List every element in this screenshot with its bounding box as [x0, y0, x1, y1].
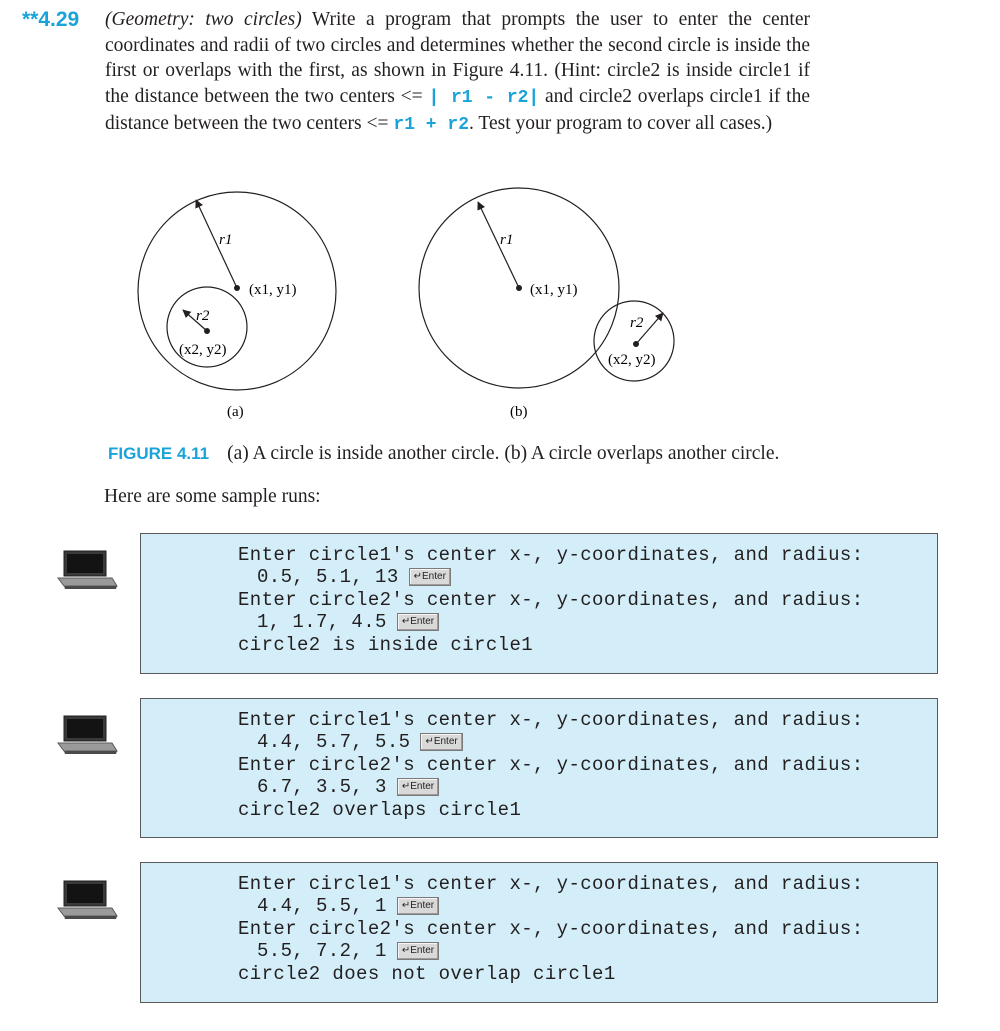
radius-r2-a	[182, 309, 208, 332]
enter-key-icon: ↵Enter	[408, 567, 451, 586]
enter-key-icon: ↵Enter	[396, 941, 440, 960]
label-center1-b: (x1, y1)	[530, 282, 578, 298]
label-center2-b: (x2, y2)	[608, 352, 656, 368]
figure-two-circles: r1 (x1, y1) r2 (x2, y2) (a) r1 (x1, y1) …	[137, 187, 675, 420]
run-result: circle2 does not overlap circle1	[238, 963, 616, 985]
run-input-value: 1, 1.7, 4.5	[257, 611, 387, 633]
radius-r2-b	[635, 312, 664, 345]
figure-caption: FIGURE 4.11 (a) A circle is inside anothe…	[108, 443, 779, 465]
center-dot-1-b	[516, 285, 522, 291]
enter-key-icon: ↵Enter	[396, 777, 440, 796]
inline-code-difference: | r1 - r2|	[428, 87, 540, 108]
exercise-text-part-2: and circle2 overlaps circle1 if the dist…	[105, 85, 810, 135]
label-panel-a: (a)	[227, 404, 244, 420]
run-prompt-1: Enter circle1's center x-, y-coordinates…	[238, 709, 864, 731]
run-prompt-2: Enter circle2's center x-, y-coordinates…	[238, 589, 864, 611]
sample-run-1: Enter circle1's center x-, y-coordinates…	[140, 533, 938, 674]
sample-runs-intro: Here are some sample runs:	[104, 486, 321, 507]
run-input-value: 6.7, 3.5, 3	[257, 776, 387, 798]
radius-r1-b	[477, 201, 520, 289]
label-r2-b: r2	[630, 315, 644, 331]
run-input-1: 4.4, 5.5, 1 ↵Enter	[257, 895, 440, 917]
center-dot-2-a	[204, 328, 210, 334]
run-input-1: 0.5, 5.1, 13 ↵Enter	[257, 566, 451, 588]
radius-r1-a	[195, 199, 238, 289]
run-input-value: 4.4, 5.5, 1	[257, 895, 387, 917]
figure-caption-label: FIGURE 4.11	[108, 444, 210, 463]
figure-panel-a: r1 (x1, y1) r2 (x2, y2) (a)	[137, 191, 337, 420]
run-prompt-1: Enter circle1's center x-, y-coordinates…	[238, 873, 864, 895]
enter-key-icon: ↵Enter	[396, 896, 440, 915]
run-input-value: 0.5, 5.1, 13	[257, 566, 399, 588]
enter-key-icon: ↵Enter	[420, 732, 463, 751]
run-input-1: 4.4, 5.7, 5.5 ↵Enter	[257, 731, 463, 753]
center-dot-2-b	[633, 341, 639, 347]
exercise-title: (Geometry: two circles)	[105, 9, 302, 30]
circle2-b	[593, 300, 675, 382]
enter-key-icon: ↵Enter	[396, 612, 440, 631]
circle2-a	[166, 286, 248, 368]
exercise-text-part-3: . Test your program to cover all cases.)	[469, 113, 773, 135]
circle1-b	[418, 187, 620, 389]
laptop-icon	[57, 550, 118, 589]
run-prompt-1: Enter circle1's center x-, y-coordinates…	[238, 544, 864, 566]
run-input-2: 6.7, 3.5, 3 ↵Enter	[257, 776, 440, 798]
figure-panel-b: r1 (x1, y1) r2 (x2, y2) (b)	[418, 187, 675, 420]
exercise-text: (Geometry: two circles) Write a program …	[105, 7, 810, 139]
run-input-value: 5.5, 7.2, 1	[257, 940, 387, 962]
run-result: circle2 overlaps circle1	[238, 799, 522, 821]
label-r2-a: r2	[196, 308, 210, 324]
laptop-icon	[57, 715, 118, 754]
exercise-text-part-1: Write a program that prompts the user to…	[105, 9, 811, 107]
label-panel-b: (b)	[510, 404, 528, 420]
run-input-value: 4.4, 5.7, 5.5	[257, 731, 411, 753]
figure-caption-text: (a) A circle is inside another circle. (…	[227, 443, 780, 464]
label-r1-b: r1	[500, 232, 513, 248]
label-r1-a: r1	[219, 232, 232, 248]
center-dot-1-a	[234, 285, 240, 291]
run-input-2: 5.5, 7.2, 1 ↵Enter	[257, 940, 440, 962]
sample-run-2: Enter circle1's center x-, y-coordinates…	[140, 698, 938, 838]
sample-run-3: Enter circle1's center x-, y-coordinates…	[140, 862, 938, 1003]
run-prompt-2: Enter circle2's center x-, y-coordinates…	[238, 918, 864, 940]
laptop-icon	[57, 880, 118, 919]
exercise-number: **4.29	[22, 8, 80, 31]
run-prompt-2: Enter circle2's center x-, y-coordinates…	[238, 754, 864, 776]
run-input-2: 1, 1.7, 4.5 ↵Enter	[257, 611, 440, 633]
run-result: circle2 is inside circle1	[238, 634, 534, 656]
label-center2-a: (x2, y2)	[179, 342, 227, 358]
label-center1-a: (x1, y1)	[249, 282, 297, 298]
circle1-a	[137, 191, 337, 391]
inline-code-sum: r1 + r2	[393, 115, 470, 136]
